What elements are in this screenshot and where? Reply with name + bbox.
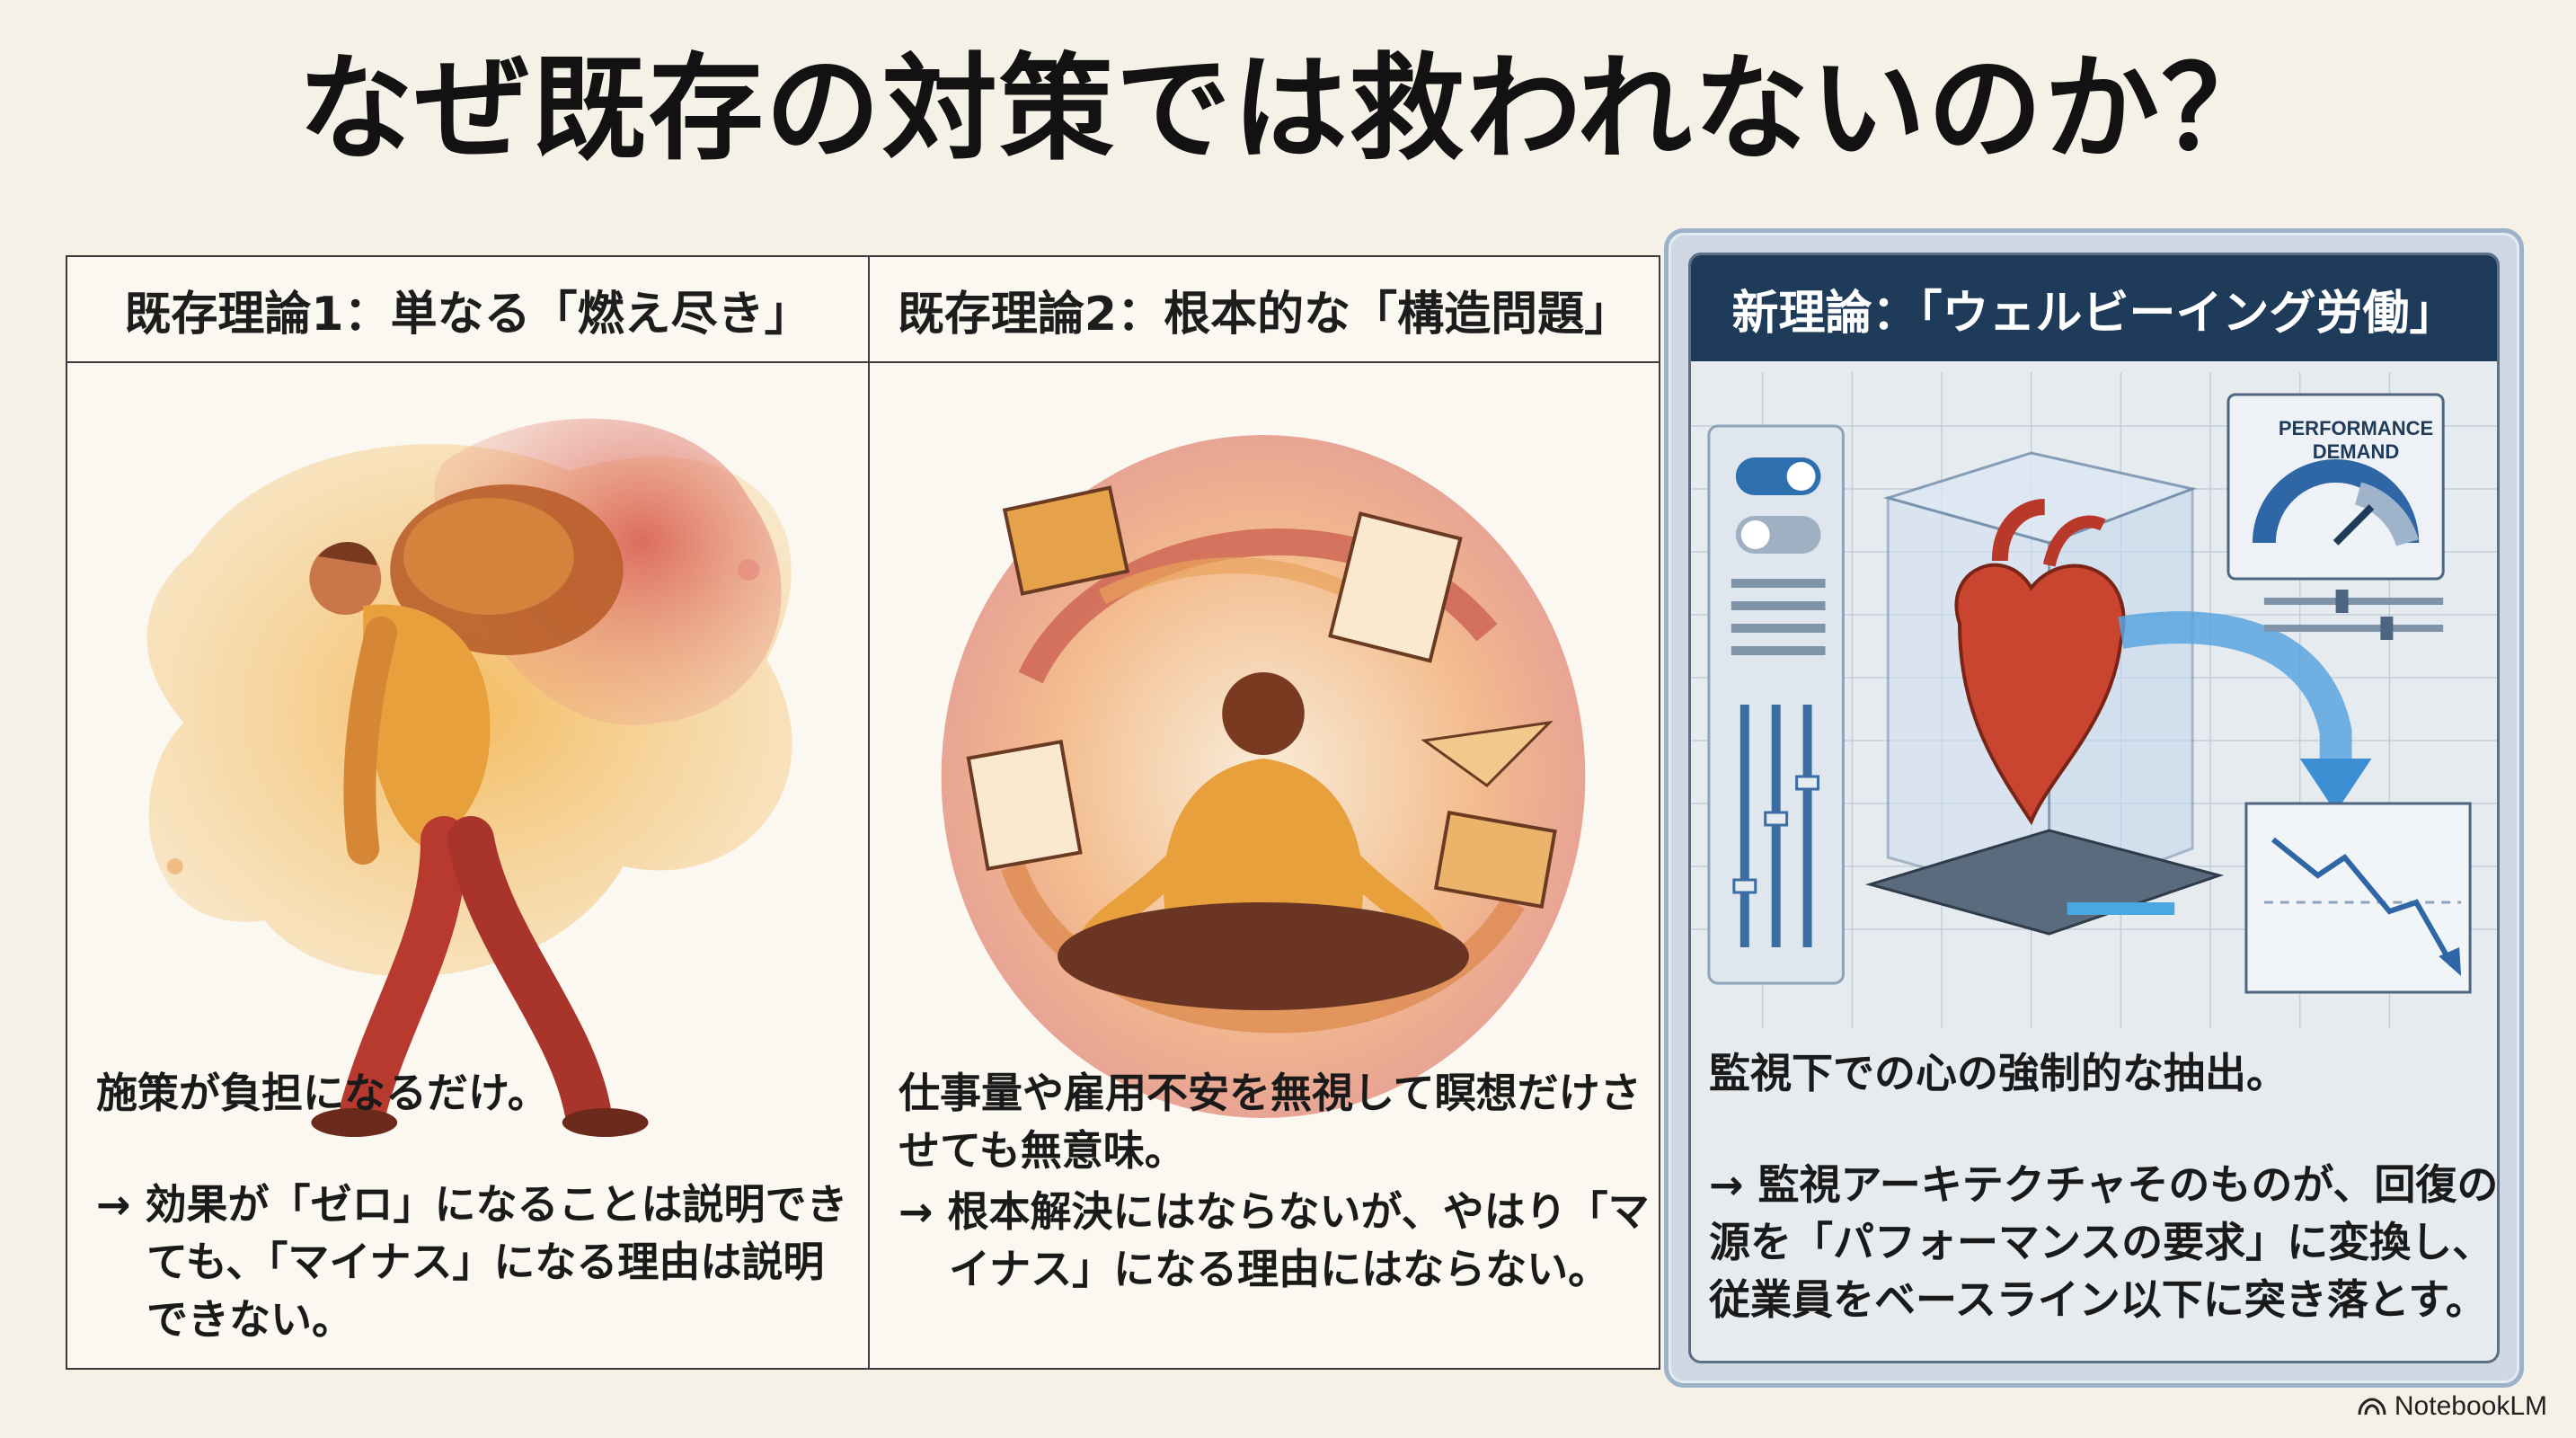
meditating-person-illustration [941, 435, 1586, 1118]
panel-text-wellbeing: 監視下での心の強制的な抽出。 → 監視アーキテクチャそのものが、回復の源を「パフ… [1709, 255, 2497, 1361]
panel-text-burnout: 施策が負担になるだけ。 → 効果が「ゼロ」になることは説明できても、「マイナス」… [96, 257, 850, 1371]
lead-text: 施策が負担になるだけ。 [96, 1069, 549, 1117]
panel-header-structural: 既存理論2：根本的な「構造問題」 [870, 257, 1659, 363]
page-title: なぜ既存の対策では救われないのか？ [297, 42, 2279, 176]
notebooklm-logo-icon [2358, 1398, 2386, 1416]
note-text: → 効果が「ゼロ」になることは説明できても、「マイナス」になる理由は説明できない… [96, 1180, 848, 1344]
panel-wellbeing-labor: 新理論：「ウェルビーイング労働」 [1664, 228, 2524, 1388]
lead-text: 監視下での心の強制的な抽出。 [1709, 1049, 2288, 1097]
panel-text-structural: 仕事量や雇用不安を無視して瞑想だけさせても無意味。 → 根本解決にはならないが、… [899, 257, 1650, 1371]
exhausted-person-illustration [146, 418, 792, 1137]
lead-text: 仕事量や雇用不安を無視して瞑想だけさせても無意味。 [899, 1069, 1642, 1175]
brand-text: NotebookLM [2394, 1391, 2547, 1421]
panel-header-wellbeing: 新理論：「ウェルビーイング労働」 [1691, 255, 2497, 361]
panel-structural: 既存理論2：根本的な「構造問題」 仕事量や雇用不安を無視して瞑想だけさせても無意… [868, 255, 1660, 1370]
gauge-label: PERFORMANCE DEMAND [2278, 417, 2434, 463]
note-text: → 監視アーキテクチャそのものが、回復の源を「パフォーマンスの要求」に変換し、従… [1709, 1160, 2499, 1324]
monitored-heart-illustration [1691, 372, 2497, 1028]
brand-watermark: NotebookLM [2357, 1391, 2547, 1422]
note-text: → 根本解決にはならないが、やはり「マイナス」になる理由にはならない。 [899, 1187, 1650, 1293]
panel-burnout: 既存理論1：単なる「燃え尽き」 施策 [66, 255, 868, 1370]
panel-header-burnout: 既存理論1：単なる「燃え尽き」 [67, 257, 868, 363]
